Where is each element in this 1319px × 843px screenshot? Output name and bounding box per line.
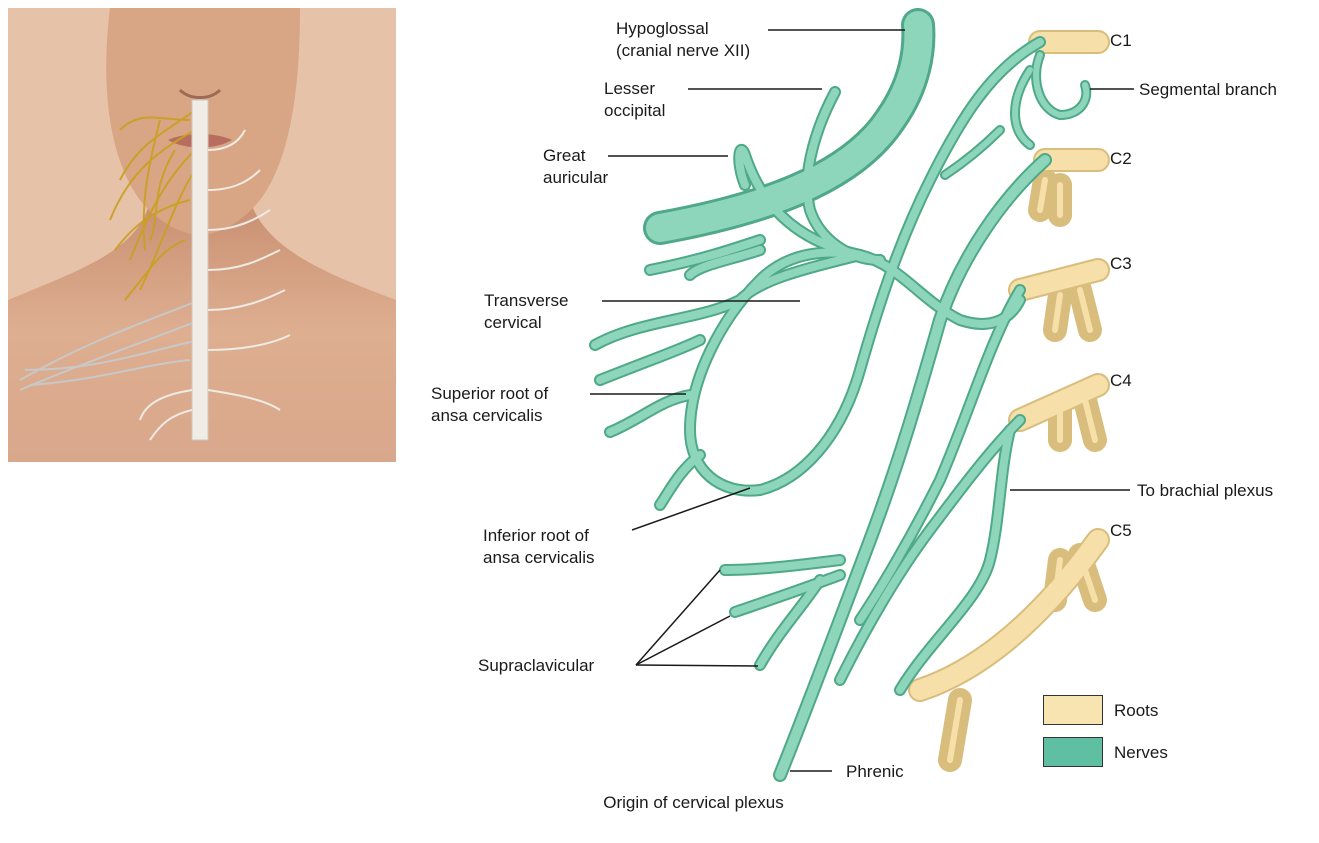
label-c3: C3 — [1110, 253, 1132, 275]
label-to-brachial-plexus: To brachial plexus — [1137, 480, 1273, 502]
label-inferior-line1: Inferior root of — [483, 525, 595, 547]
label-inferior-root: Inferior root of ansa cervicalis — [483, 525, 595, 569]
legend-roots-label: Roots — [1114, 700, 1158, 722]
label-superior-root: Superior root of ansa cervicalis — [431, 383, 548, 427]
label-great-line1: Great — [543, 145, 608, 167]
legend-nerves-swatch — [1043, 737, 1103, 767]
label-phrenic: Phrenic — [846, 761, 904, 783]
legend-roots-swatch — [1043, 695, 1103, 725]
label-transverse-cervical: Transverse cervical — [484, 290, 568, 334]
label-hypoglossal: Hypoglossal (cranial nerve XII) — [616, 18, 750, 62]
label-c4: C4 — [1110, 370, 1132, 392]
label-c1: C1 — [1110, 30, 1132, 52]
figure-caption: Origin of cervical plexus — [0, 793, 1319, 813]
label-superior-line1: Superior root of — [431, 383, 548, 405]
label-segmental-branch: Segmental branch — [1139, 79, 1277, 101]
label-transverse-line2: cervical — [484, 312, 568, 334]
label-great-auricular: Great auricular — [543, 145, 608, 189]
legend-nerves-label: Nerves — [1114, 742, 1168, 764]
label-inferior-line2: ansa cervicalis — [483, 547, 595, 569]
label-supraclavicular: Supraclavicular — [478, 655, 594, 677]
nerve-fills — [595, 25, 1086, 775]
label-c5: C5 — [1110, 520, 1132, 542]
label-lesser-line2: occipital — [604, 100, 665, 122]
label-lesser-occipital: Lesser occipital — [604, 78, 665, 122]
label-transverse-line1: Transverse — [484, 290, 568, 312]
label-superior-line2: ansa cervicalis — [431, 405, 548, 427]
label-hypoglossal-line1: Hypoglossal — [616, 18, 750, 40]
label-hypoglossal-line2: (cranial nerve XII) — [616, 40, 750, 62]
label-c2: C2 — [1110, 148, 1132, 170]
label-lesser-line1: Lesser — [604, 78, 665, 100]
label-great-line2: auricular — [543, 167, 608, 189]
